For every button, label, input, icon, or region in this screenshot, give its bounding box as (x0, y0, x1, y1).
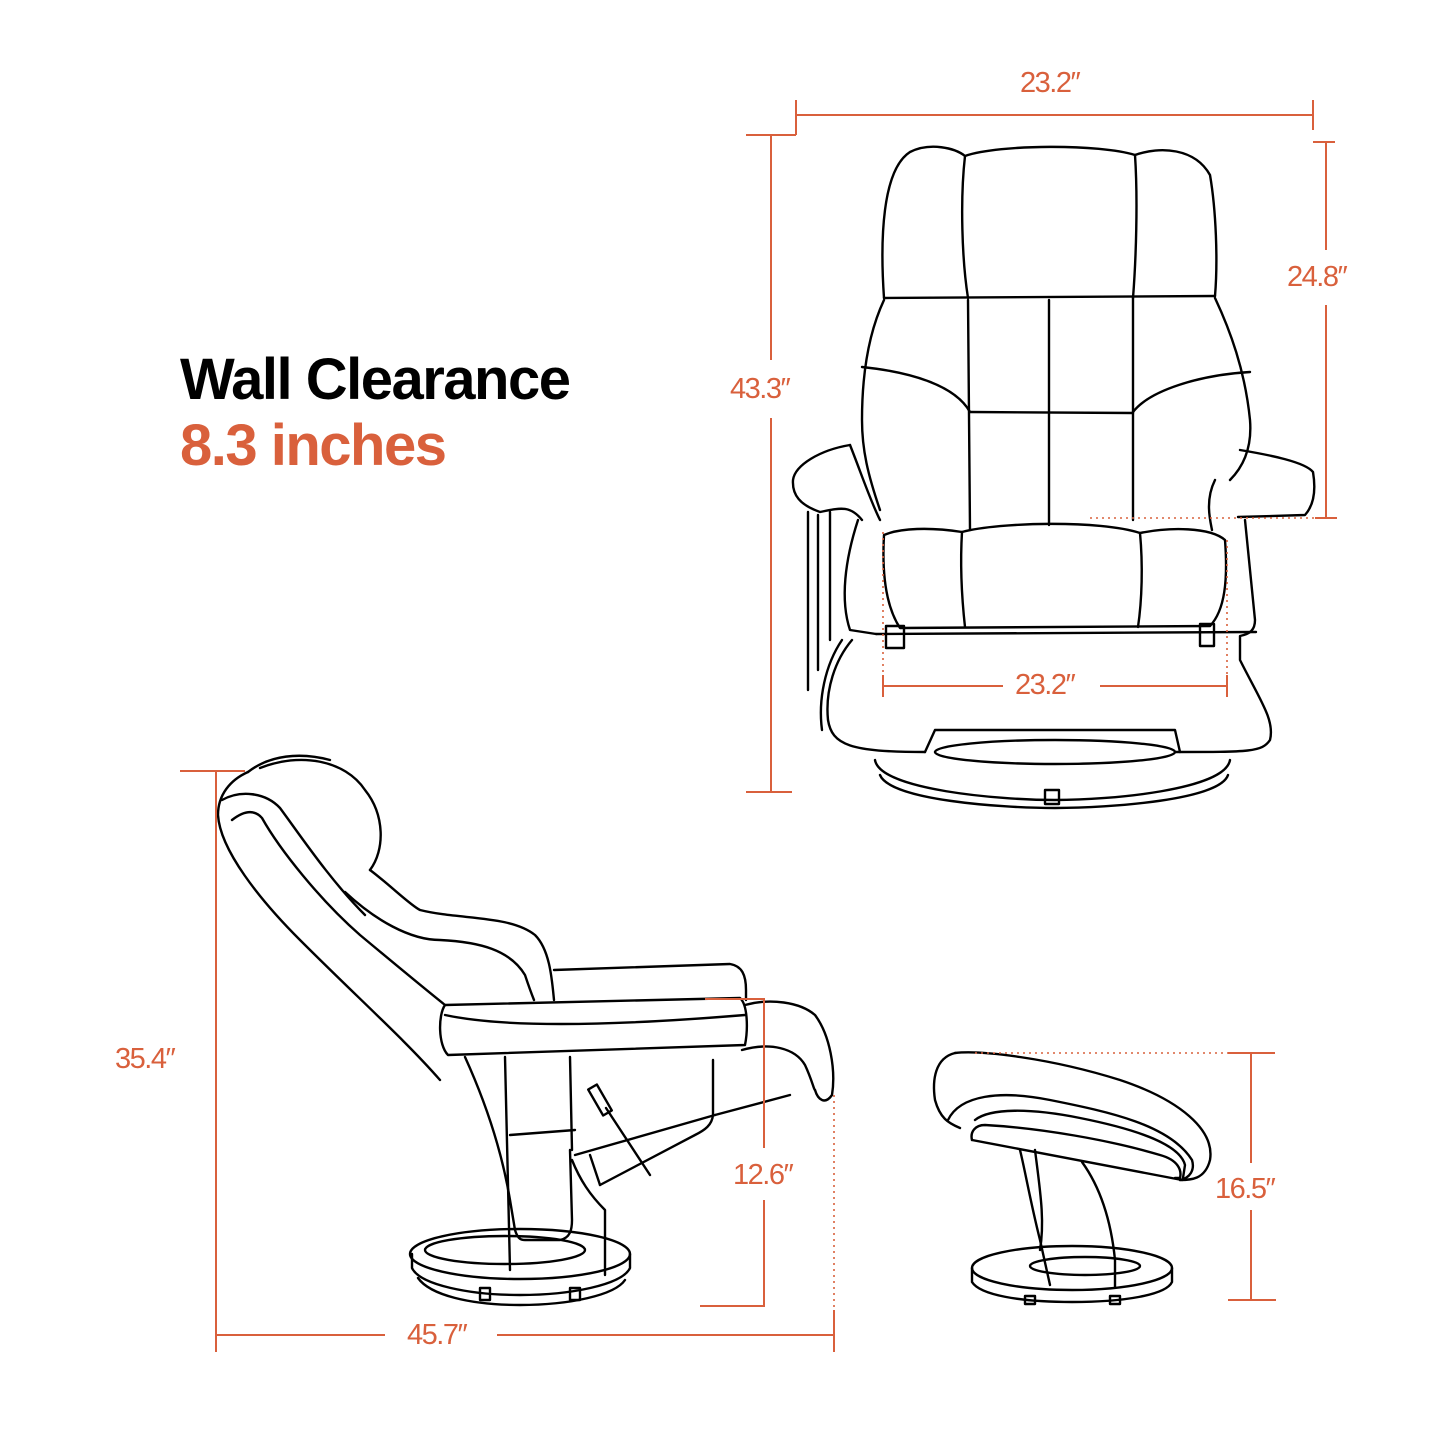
wall-clearance-value: 8.3 inches (180, 413, 447, 478)
side-height-label: 35.4″ (115, 1042, 176, 1076)
seat-height-label: 12.6″ (733, 1158, 794, 1192)
side-view-dimensions (180, 770, 835, 1352)
ottoman-dimensions (975, 1052, 1276, 1301)
wall-clearance-title: Wall Clearance (180, 347, 571, 412)
seat-width-label: 23.2″ (1015, 668, 1076, 702)
ottoman-illustration (932, 1051, 1212, 1306)
reclined-depth-label: 45.7″ (407, 1318, 468, 1352)
ottoman-height-label: 16.5″ (1215, 1172, 1276, 1206)
front-view-dimensions (746, 100, 1337, 793)
front-view-chair-illustration (791, 145, 1316, 810)
overall-height-label: 43.3″ (730, 372, 791, 406)
overall-width-label: 23.2″ (1020, 66, 1081, 100)
side-view-chair-illustration (216, 754, 835, 1307)
seat-to-top-height-label: 24.8″ (1287, 260, 1348, 294)
